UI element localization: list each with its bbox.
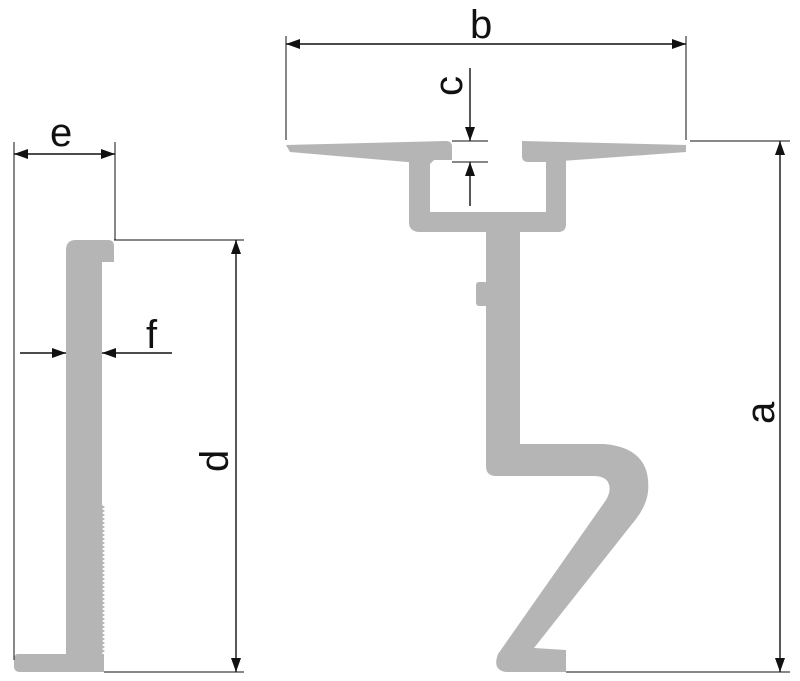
label-a: a xyxy=(739,401,783,424)
label-d: d xyxy=(193,450,237,472)
label-e: e xyxy=(50,111,72,155)
right-profile-tab xyxy=(476,282,488,306)
dimension-b: b xyxy=(285,3,687,140)
label-b: b xyxy=(470,3,492,47)
dimension-a: a xyxy=(566,140,790,673)
label-c: c xyxy=(427,76,471,96)
right-profile xyxy=(286,141,686,672)
dimension-f: f xyxy=(20,313,172,358)
left-profile xyxy=(14,240,114,672)
dimension-c: c xyxy=(427,68,488,206)
right-profile-stem xyxy=(486,230,649,672)
right-profile-flange-right xyxy=(522,141,686,162)
left-profile-serration xyxy=(102,505,105,653)
left-profile-web xyxy=(66,240,114,670)
left-profile-foot xyxy=(14,654,104,672)
dimension-d: d xyxy=(104,239,244,673)
dimension-e: e xyxy=(13,111,116,660)
label-f: f xyxy=(146,313,158,357)
right-profile-flange-left xyxy=(286,141,452,164)
right-profile-channel xyxy=(409,160,566,232)
